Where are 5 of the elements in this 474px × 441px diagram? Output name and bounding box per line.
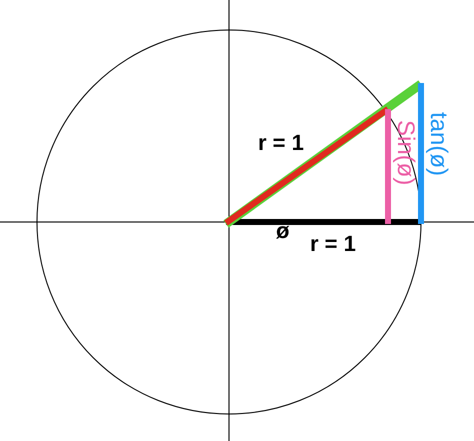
radius-label: r = 1 xyxy=(310,233,356,255)
angle-label: ø xyxy=(276,220,290,242)
tangent-label: tan(ø) xyxy=(426,112,450,176)
radius-label: r = 1 xyxy=(258,132,304,154)
sine-label: Sin(ø) xyxy=(393,120,417,186)
